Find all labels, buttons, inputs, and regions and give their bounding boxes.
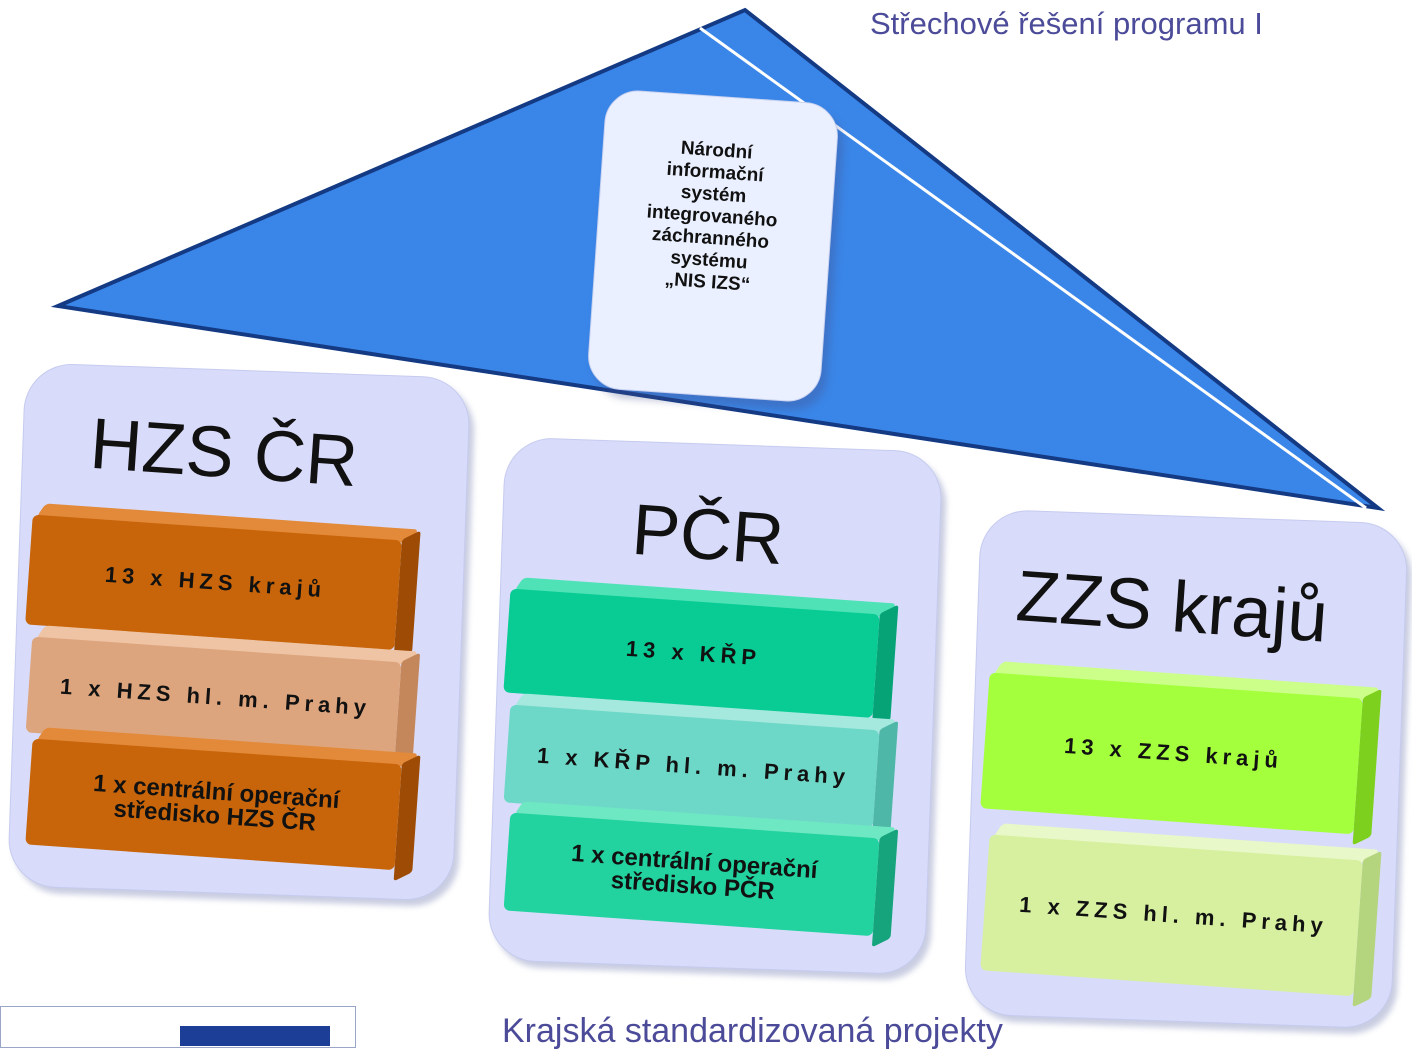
eu-flag-icon [180, 1026, 330, 1046]
page-title: Střechové řešení programu I [870, 6, 1263, 41]
block-zzs-kraje: 13 x ZZS krajů [979, 661, 1382, 850]
block-label: 13 x ZZS krajů [1063, 732, 1284, 774]
nis-izs-text: Národní informační systém integrovaného … [591, 132, 833, 302]
block-zzs-praha: 1 x ZZS hl. m. Prahy [979, 823, 1382, 1012]
pillar-title-pcr: PČR [629, 489, 787, 581]
block-label: 1 x ZZS hl. m. Prahy [1018, 891, 1329, 939]
